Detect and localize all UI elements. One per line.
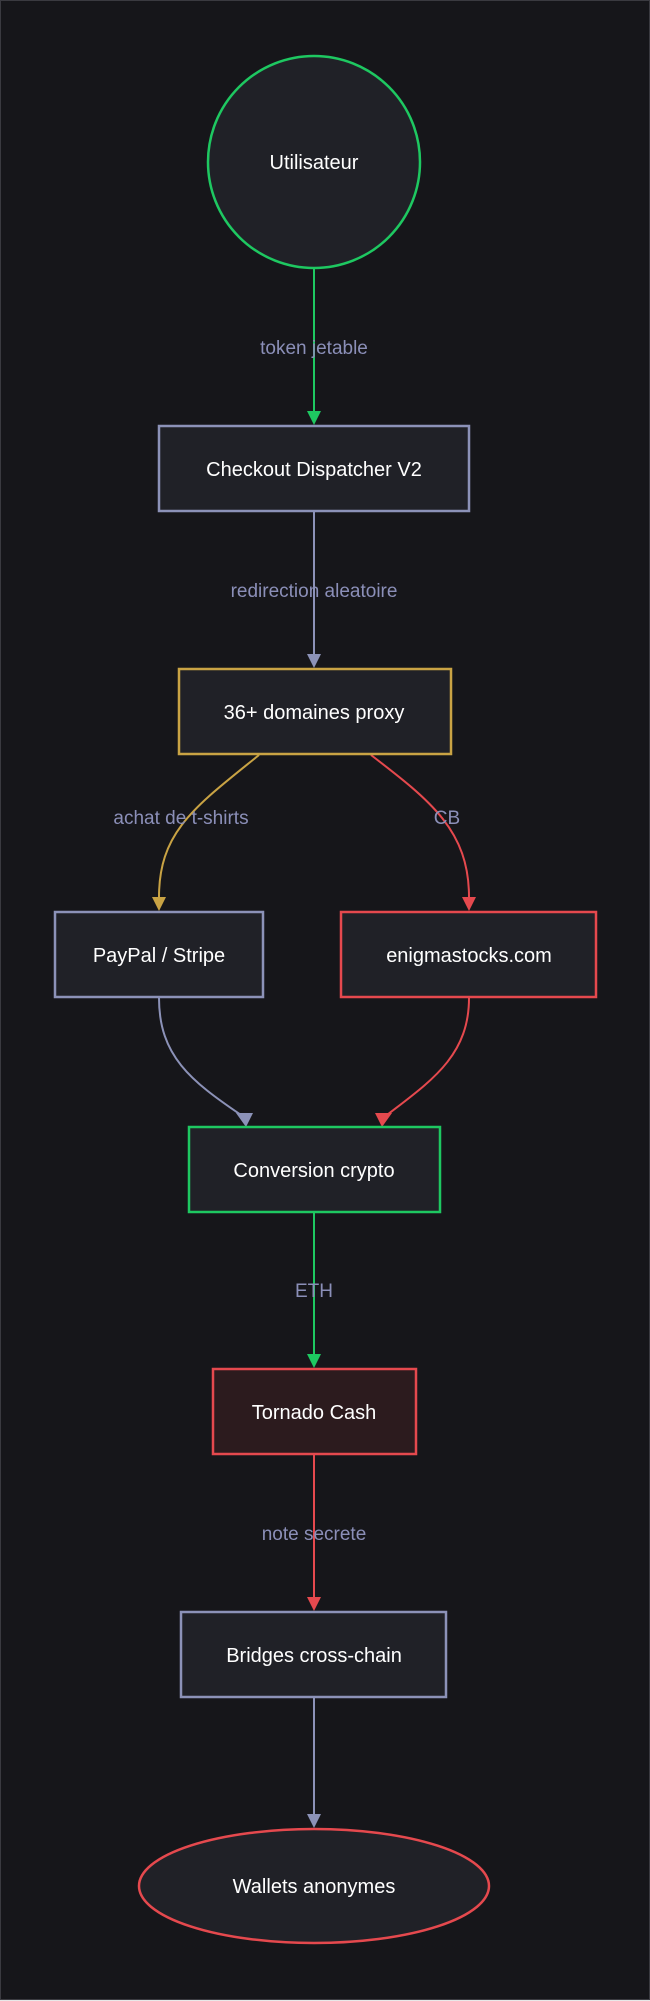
arrowhead-icon	[307, 654, 321, 668]
arrowhead-icon	[462, 897, 476, 911]
edge-proxies-enigma: CB	[370, 754, 476, 911]
arrowhead-icon	[236, 1113, 253, 1127]
node-shape	[179, 1610, 448, 1699]
edge-line	[158, 754, 260, 898]
node-tornado-cash: Tornado Cash	[211, 1367, 418, 1456]
node-enigmastocks: enigmastocks.com	[339, 910, 598, 999]
edge-proxies-paypal: achat de t-shirts	[113, 754, 260, 911]
edge-tornado-bridges: note secrete	[262, 1455, 367, 1611]
edge-label: ETH	[295, 1281, 333, 1302]
node-shape	[339, 910, 598, 999]
edge-label: note secrete	[262, 1524, 367, 1545]
node-label: PayPal / Stripe	[93, 945, 225, 967]
edge-bridges-wallets	[307, 1698, 321, 1828]
node-label: Checkout Dispatcher V2	[206, 459, 422, 481]
node-label: Wallets anonymes	[233, 1876, 396, 1898]
edge-dispatcher-proxies: redirection aleatoire	[231, 512, 398, 668]
node-label: Tornado Cash	[252, 1402, 377, 1424]
node-conversion-crypto: Conversion crypto	[187, 1125, 442, 1214]
arrowhead-icon	[307, 411, 321, 425]
edge-label: redirection aleatoire	[231, 581, 398, 602]
edge-line	[158, 997, 242, 1116]
node-shape	[177, 667, 453, 756]
node-label: enigmastocks.com	[386, 945, 552, 967]
arrowhead-icon	[307, 1814, 321, 1828]
node-shape	[53, 910, 265, 999]
node-bridges-cross-chain: Bridges cross-chain	[179, 1610, 448, 1699]
edge-label: token jetable	[260, 338, 368, 359]
edge-conversion-tornado: ETH	[295, 1212, 333, 1368]
node-label: 36+ domaines proxy	[224, 702, 405, 724]
node-utilisateur: Utilisateur	[206, 54, 422, 270]
edge-label: achat de t-shirts	[113, 808, 248, 829]
node-shape	[187, 1125, 442, 1214]
node-label: Bridges cross-chain	[226, 1645, 402, 1667]
node-label: Utilisateur	[270, 152, 359, 174]
arrowhead-icon	[307, 1597, 321, 1611]
node-shape	[157, 424, 471, 513]
edge-paypal-conversion	[158, 997, 253, 1127]
node-shape	[211, 1367, 418, 1456]
arrowhead-icon	[375, 1113, 392, 1127]
edge-line	[386, 997, 470, 1116]
edge-user-dispatcher: token jetable	[260, 269, 368, 425]
node-shape	[137, 1827, 491, 1945]
node-paypal-stripe: PayPal / Stripe	[53, 910, 265, 999]
arrowhead-icon	[307, 1354, 321, 1368]
arrowhead-icon	[152, 897, 166, 911]
node-wallets-anonymes: Wallets anonymes	[137, 1827, 491, 1945]
edge-enigma-conversion	[375, 997, 470, 1127]
edge-label: CB	[434, 808, 460, 829]
edge-line	[370, 754, 470, 898]
node-checkout-dispatcher: Checkout Dispatcher V2	[157, 424, 471, 513]
node-domaines-proxy: 36+ domaines proxy	[177, 667, 453, 756]
node-label: Conversion crypto	[233, 1160, 394, 1182]
node-shape	[206, 54, 422, 270]
